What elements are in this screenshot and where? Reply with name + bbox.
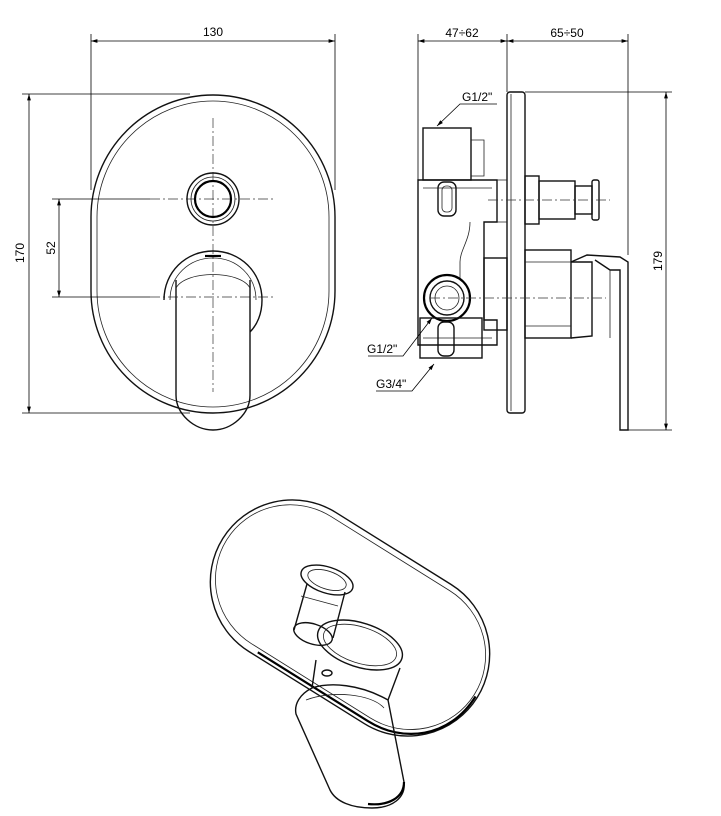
dimension-height: 170 [13,93,190,414]
bottom-inlet-cap [419,317,483,359]
top-inlet-cap [422,127,472,181]
front-plate-inner [96,100,330,408]
dimension-center-distance-label: 52 [44,241,58,255]
perspective-view [209,499,491,809]
dimension-width-label: 130 [203,25,223,39]
dimension-height-label: 170 [13,243,27,263]
diverter-knob [186,172,240,226]
lever-sleeve [524,249,572,339]
front-view: 130 170 52 [13,25,336,431]
front-plate-outer [90,94,336,414]
perspective-plate-outer [209,499,491,737]
thread-label-top: G1/2" [436,90,497,127]
dimension-depth-handle-label: 65÷50 [550,26,584,40]
dimension-depth-handle: 65÷50 [507,26,629,255]
perspective-lever [294,684,406,809]
dimension-center-distance: 52 [44,198,150,298]
dimension-depth-body: 47÷62 [417,26,508,180]
svg-text:G3/4": G3/4" [376,377,406,391]
dimension-side-height: 179 [525,91,672,431]
dimension-depth-body-label: 47÷62 [445,26,479,40]
mixer-lever [163,250,263,431]
dimension-side-height-label: 179 [651,251,665,271]
perspective-knob [293,564,354,647]
side-wall-plate [506,91,526,414]
svg-text:G1/2": G1/2" [367,342,397,356]
perspective-plate-inner [215,504,487,730]
side-lever [570,254,629,431]
svg-text:G1/2": G1/2" [462,90,492,104]
dimension-width: 130 [90,25,336,190]
side-view: 47÷62 65÷50 179 G1/2" G1/2" G3/4" [367,26,672,431]
lever-stem-housing [483,257,508,331]
thread-label-middle: G1/2" [367,317,433,357]
thread-label-bottom: G3/4" [376,363,435,392]
perspective-lever-base [311,619,404,701]
